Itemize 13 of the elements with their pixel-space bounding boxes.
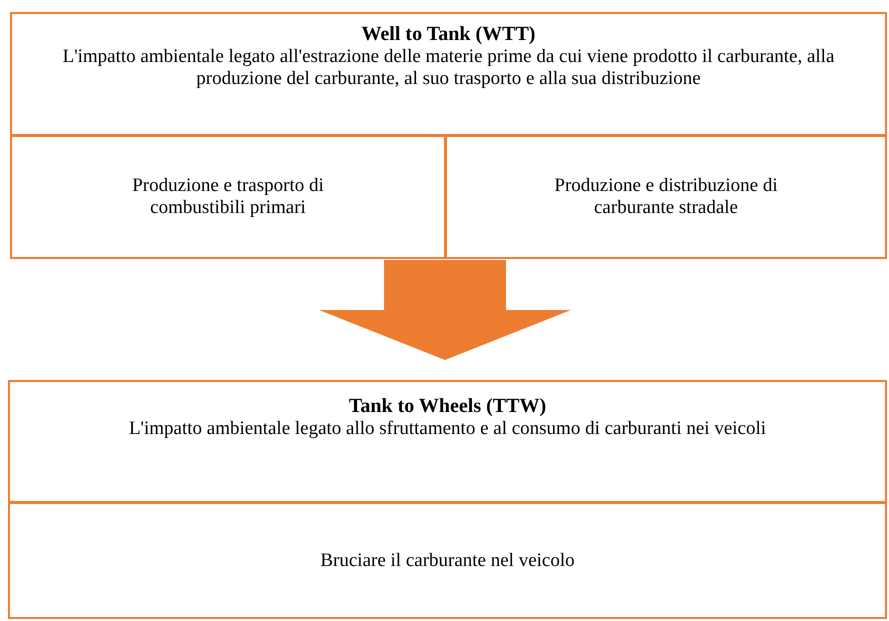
box-text: Bruciare il carburante nel veicolo <box>320 550 575 572</box>
text-box <box>10 135 446 259</box>
block-arrow <box>319 260 571 360</box>
box-text: L'impatto ambientale legato all'estrazione delle materie prime da cui viene prodotto il carburante, alla produzione del carburante, al suo trasporto e alla sua distribuzione <box>62 46 836 90</box>
text-box <box>8 502 887 619</box>
box-text: L'impatto ambientale legato allo sfruttamento e al consumo di carburanti nei veicoli <box>128 418 766 440</box>
box-text: Produzione e distribuzione di carburante stradale <box>553 175 779 219</box>
box-text: Produzione e trasporto di combustibili primari <box>131 175 325 219</box>
text-box <box>445 135 887 259</box>
box-heading: Tank to Wheels (TTW) <box>348 394 546 418</box>
box-heading: Well to Tank (WTT) <box>362 22 536 46</box>
text-box <box>8 380 887 503</box>
text-box <box>10 12 887 136</box>
